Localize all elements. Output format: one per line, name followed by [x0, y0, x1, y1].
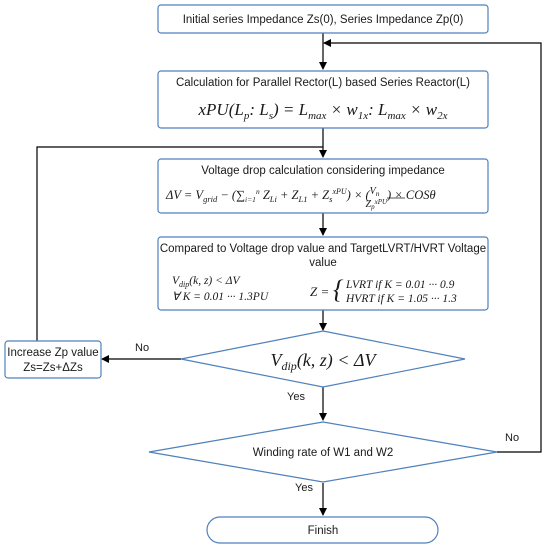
comparison-condition-k-range: ∀ K = 0.01 ··· 1.3PU: [172, 291, 269, 303]
edge-label-yes-decision1: Yes: [287, 391, 305, 403]
step-voltage-drop: Voltage drop calculation considering imp…: [157, 158, 489, 214]
step-initial-impedance: Initial series Impedance Zs(0), Series I…: [157, 4, 489, 34]
decision-winding-text: Winding rate of W1 and W2: [253, 447, 394, 459]
arrow-decision2-no-loop: [323, 39, 542, 453]
loop-back-to-vdrop: [36, 146, 323, 341]
finish-terminator: [206, 516, 439, 544]
comparison-title-line2: value: [309, 257, 337, 269]
reactor-calculation-title: Calculation for Parallel Rector(L) based…: [176, 77, 470, 89]
comparison-z-label: Z =: [310, 284, 329, 299]
decision-vdip-text: Vdip(k, z) < ΔV: [270, 350, 377, 373]
comparison-title-line1: Compared to Voltage drop value and Targe…: [160, 243, 486, 255]
step-increase-zp: Increase Zp value Zs=Zs+ΔZs: [4, 340, 102, 379]
edge-label-yes-decision2: Yes: [295, 482, 313, 494]
comparison-lvrt-case: LVRT if K = 0.01 ··· 0.9: [345, 279, 455, 291]
step-reactor-calculation: Calculation for Parallel Rector(L) based…: [157, 70, 489, 129]
decision-vdip-check: Vdip(k, z) < ΔV: [180, 330, 466, 388]
decision-vdip-diamond: [180, 330, 466, 388]
reactor-calculation-box: [157, 70, 489, 129]
reactor-ratio-formula: xPU(Lp: Ls) = Lmax × w1x: Lmax × w2x: [197, 100, 447, 122]
comparison-brace: {: [333, 275, 344, 304]
edge-labels: No Yes No Yes: [135, 342, 519, 494]
increase-zs-formula: Zs=Zs+ΔZs: [23, 362, 83, 374]
connectors: [36, 33, 542, 516]
step-comparison: Compared to Voltage drop value and Targe…: [157, 236, 489, 311]
comparison-condition-vdip: Vdip(k, z) < ΔV: [172, 275, 242, 289]
decision-winding-diamond: [148, 421, 498, 483]
voltage-drop-title: Voltage drop calculation considering imp…: [201, 165, 445, 177]
voltage-drop-box: [157, 158, 489, 214]
initial-impedance-box: [157, 4, 489, 34]
edge-label-no-decision1: No: [135, 342, 149, 354]
finish-text: Finish: [308, 525, 339, 537]
comparison-box: [157, 236, 489, 311]
increase-zp-text: Increase Zp value: [7, 347, 98, 359]
edge-label-no-decision2: No: [505, 432, 519, 444]
initial-impedance-text: Initial series Impedance Zs(0), Series I…: [183, 14, 464, 26]
comparison-hvrt-case: HVRT if K = 1.05 ··· 1.3: [345, 293, 457, 305]
step-finish: Finish: [206, 516, 439, 544]
increase-zp-box: [4, 340, 102, 379]
decision-winding-rate: Winding rate of W1 and W2: [148, 421, 498, 483]
